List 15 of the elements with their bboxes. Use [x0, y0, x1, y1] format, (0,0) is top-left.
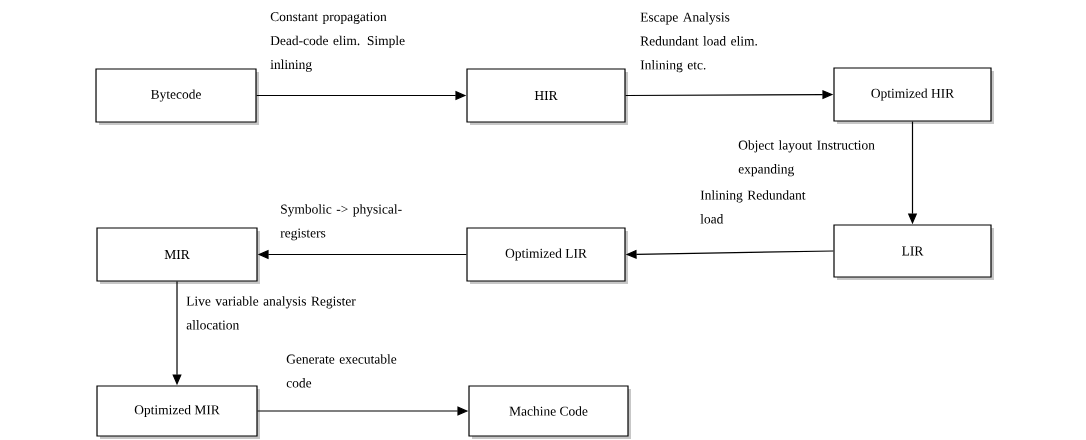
edge-label: Symbolic -> physical- registers: [280, 204, 402, 241]
edge-label: Generate executable code: [286, 354, 397, 388]
process-box: LIR: [833, 224, 994, 280]
process-box: MIR: [96, 227, 260, 284]
edge-label: Constant propagation Dead-code elim. Simple inlining: [270, 12, 405, 72]
edge-label: Object layout Instruction expanding: [738, 140, 875, 177]
edge-label: Live variable analysis Register allocation: [186, 296, 356, 330]
process-box: Optimized HIR: [833, 67, 994, 124]
edge-label: Inlining Redundant load: [700, 190, 806, 224]
process-box: HIR: [466, 68, 628, 125]
edge-label: Escape Analysis Redundant load elim. Inlining etc.: [640, 12, 757, 73]
process-box: Optimized MIR: [96, 385, 260, 439]
process-box: Optimized LIR: [466, 227, 628, 284]
process-box: Bytecode: [95, 68, 259, 125]
process-box: Machine Code: [468, 385, 631, 439]
